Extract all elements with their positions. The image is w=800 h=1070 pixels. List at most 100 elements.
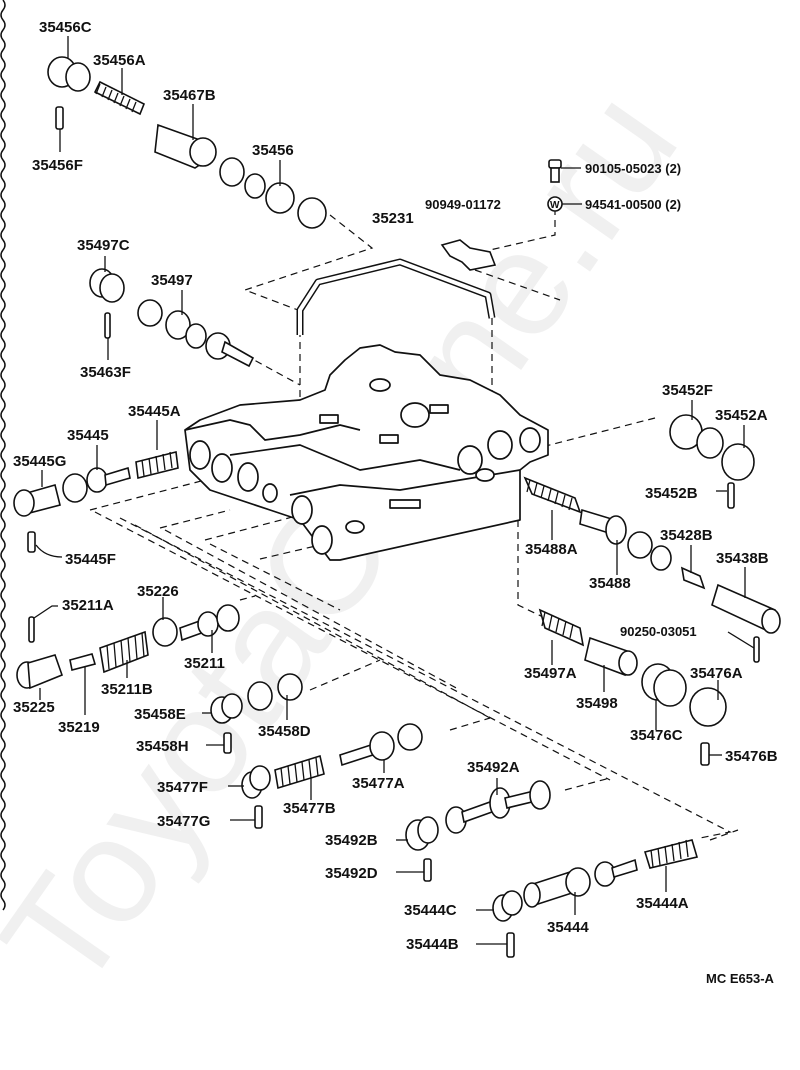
part-90250-03051-pin xyxy=(727,631,760,663)
label-35492A[interactable]: 35492A xyxy=(467,759,520,776)
part-35438B xyxy=(711,567,781,634)
part-35477A xyxy=(339,723,423,773)
label-35463F[interactable]: 35463F xyxy=(80,364,131,381)
part-35452B-pin xyxy=(716,482,735,509)
label-35488A[interactable]: 35488A xyxy=(525,541,578,558)
label-35467B[interactable]: 35467B xyxy=(163,87,216,104)
label-35452F[interactable]: 35452F xyxy=(662,382,713,399)
part-35476A xyxy=(689,680,727,727)
part-35444 xyxy=(523,858,638,915)
part-35444C xyxy=(476,890,523,922)
part-35211B-spring xyxy=(99,630,149,678)
bracket-90949 xyxy=(440,239,497,271)
label-35456F[interactable]: 35456F xyxy=(32,157,83,174)
part-35458D xyxy=(247,673,303,720)
part-35225 xyxy=(16,654,64,700)
label-35452A[interactable]: 35452A xyxy=(715,407,768,424)
label-35458D[interactable]: 35458D xyxy=(258,723,311,740)
label-35458H[interactable]: 35458H xyxy=(136,738,189,755)
bolt-icon xyxy=(548,159,581,183)
part-35452A xyxy=(721,425,755,481)
label-35456[interactable]: 35456 xyxy=(252,142,294,159)
label-35444[interactable]: 35444 xyxy=(547,919,589,936)
label-35498[interactable]: 35498 xyxy=(576,695,618,712)
label-35476C[interactable]: 35476C xyxy=(630,727,683,744)
label-90105-05023[interactable]: 90105-05023 (2) xyxy=(585,161,681,176)
label-35497C[interactable]: 35497C xyxy=(77,237,130,254)
part-35456A-spring xyxy=(93,68,146,116)
label-35211A[interactable]: 35211A xyxy=(62,597,114,614)
label-35488[interactable]: 35488 xyxy=(589,575,631,592)
label-35444B[interactable]: 35444B xyxy=(406,936,459,953)
part-35445F-pin xyxy=(27,531,63,558)
label-90250-03051[interactable]: 90250-03051 xyxy=(620,624,697,639)
figure-code: MC E653-A xyxy=(706,971,775,986)
part-35477G-pin xyxy=(230,805,263,829)
part-35476B-pin xyxy=(700,742,722,766)
part-35452F xyxy=(669,400,724,459)
label-35226[interactable]: 35226 xyxy=(137,583,179,600)
label-35211B[interactable]: 35211B xyxy=(101,681,153,698)
part-35211 xyxy=(179,604,240,653)
label-35477A[interactable]: 35477A xyxy=(352,775,405,792)
part-35219 xyxy=(69,653,97,715)
part-35456F-pin xyxy=(55,106,64,152)
part-35428B xyxy=(680,545,706,590)
part-35477B-spring xyxy=(274,754,325,800)
label-35452B[interactable]: 35452B xyxy=(645,485,698,502)
label-35476A[interactable]: 35476A xyxy=(690,665,743,682)
part-35456C xyxy=(47,36,91,92)
label-35456C[interactable]: 35456C xyxy=(39,19,92,36)
part-35497 xyxy=(137,290,255,368)
label-35445A[interactable]: 35445A xyxy=(128,403,181,420)
part-35456 xyxy=(219,157,327,229)
part-35226 xyxy=(152,597,178,647)
part-35458H-pin xyxy=(206,732,232,754)
torn-page-edge xyxy=(0,0,6,911)
label-35492B[interactable]: 35492B xyxy=(325,832,378,849)
part-35445G xyxy=(13,470,61,517)
part-labels: 35456C 35456A 35467B 35456F 35456 35231 … xyxy=(13,19,778,986)
part-35492D-pin xyxy=(396,858,432,882)
label-35225[interactable]: 35225 xyxy=(13,699,55,716)
label-35219[interactable]: 35219 xyxy=(58,719,100,736)
label-35497[interactable]: 35497 xyxy=(151,272,193,289)
label-35428B[interactable]: 35428B xyxy=(660,527,713,544)
label-35445F[interactable]: 35445F xyxy=(65,551,116,568)
label-35492D[interactable]: 35492D xyxy=(325,865,378,882)
part-35488 xyxy=(579,508,672,575)
label-35477G[interactable]: 35477G xyxy=(157,813,210,830)
label-35458E[interactable]: 35458E xyxy=(134,706,186,723)
label-90949-01172[interactable]: 90949-01172 xyxy=(425,197,501,212)
label-94541-00500[interactable]: 94541-00500 (2) xyxy=(585,197,681,212)
label-35444C[interactable]: 35444C xyxy=(404,902,457,919)
label-35438B[interactable]: 35438B xyxy=(716,550,769,567)
alignment-lines xyxy=(89,208,739,841)
part-35492B xyxy=(396,816,439,851)
part-35445 xyxy=(62,445,131,503)
part-35498 xyxy=(584,636,638,692)
part-35467B xyxy=(154,104,217,169)
part-35477F xyxy=(228,765,271,799)
label-35477B[interactable]: 35477B xyxy=(283,800,336,817)
part-35476C xyxy=(641,663,687,730)
label-35456A[interactable]: 35456A xyxy=(93,52,146,69)
part-35497A-spring xyxy=(538,608,585,665)
part-35211A-pin xyxy=(28,605,58,643)
part-35445A-spring xyxy=(135,420,179,479)
part-35444B-pin xyxy=(476,932,515,958)
part-35492A xyxy=(445,778,551,834)
label-35231[interactable]: 35231 xyxy=(372,210,414,227)
label-35445[interactable]: 35445 xyxy=(67,427,109,444)
part-35458E xyxy=(202,693,243,724)
part-35444A-spring xyxy=(643,839,699,892)
label-35445G[interactable]: 35445G xyxy=(13,453,66,470)
part-35488A-spring xyxy=(523,476,582,540)
label-35211[interactable]: 35211 xyxy=(184,655,225,672)
label-35444A[interactable]: 35444A xyxy=(636,895,689,912)
label-35477F[interactable]: 35477F xyxy=(157,779,208,796)
part-35497C xyxy=(89,256,125,303)
label-35497A[interactable]: 35497A xyxy=(524,665,577,682)
label-35476B[interactable]: 35476B xyxy=(725,748,778,765)
